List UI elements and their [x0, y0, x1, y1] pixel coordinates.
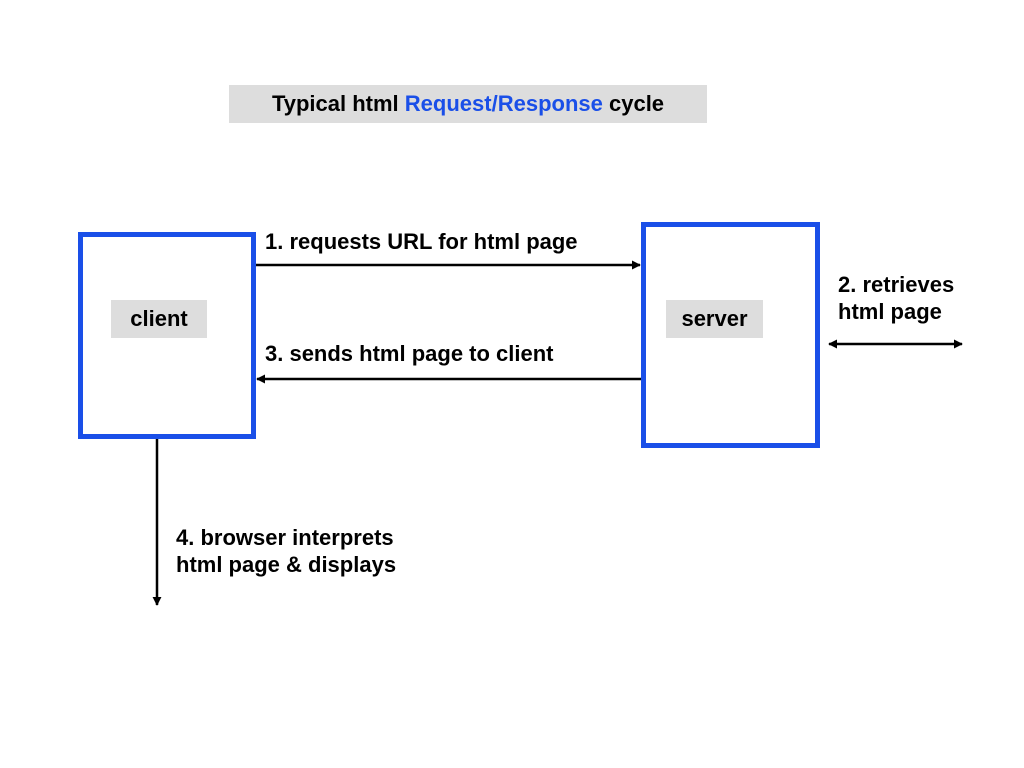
- step4-label: 4. browser interprets html page & displa…: [176, 524, 396, 578]
- title-prefix: Typical html: [271, 91, 399, 116]
- diagram-title: Typical html Request/Response cycle: [229, 85, 707, 123]
- step4-line2: html page & displays: [176, 552, 397, 577]
- step1-label: 1. requests URL for html page: [265, 229, 578, 254]
- step2-line2: html page: [838, 299, 942, 324]
- step4-line1: 4. browser interprets: [176, 525, 394, 550]
- step2-line1: 2. retrieves: [838, 272, 955, 297]
- client-label: client: [111, 300, 207, 338]
- step2-label: 2. retrieves html page: [838, 271, 954, 325]
- title-suffix: cycle: [608, 91, 665, 116]
- step3-label: 3. sends html page to client: [265, 341, 554, 366]
- title-highlight: Request/Response: [404, 91, 603, 116]
- server-label: server: [666, 300, 763, 338]
